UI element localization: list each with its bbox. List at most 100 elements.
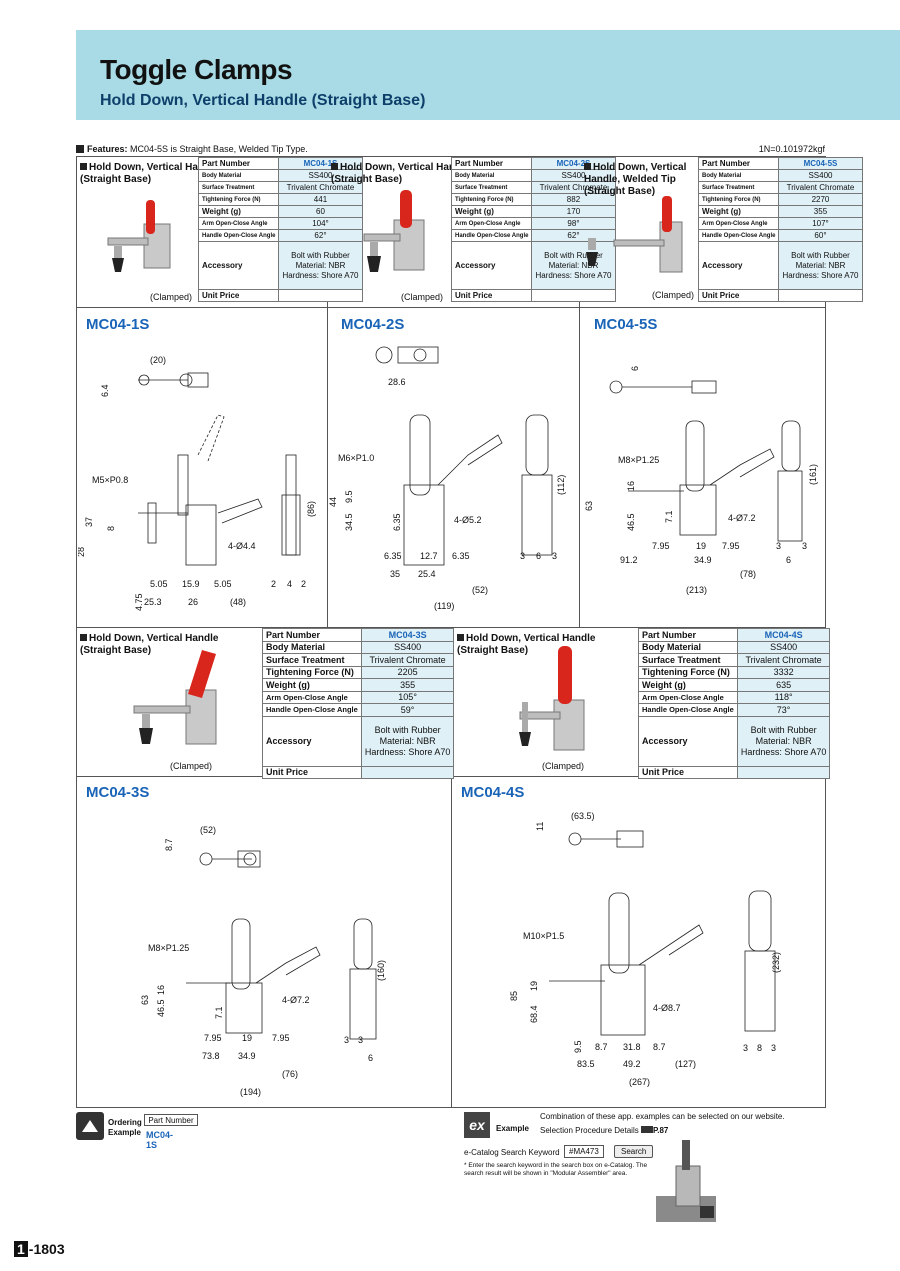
page-header: Toggle Clamps Hold Down, Vertical Handle…	[76, 30, 900, 120]
model-label-mc04-1s: MC04-1S	[86, 316, 150, 333]
svg-text:63: 63	[140, 995, 150, 1005]
svg-text:7.95: 7.95	[722, 541, 740, 551]
svg-text:(161): (161)	[808, 464, 818, 485]
svg-text:26: 26	[188, 597, 198, 607]
svg-text:8.7: 8.7	[164, 838, 174, 851]
svg-text:(267): (267)	[629, 1077, 650, 1087]
svg-text:28.6: 28.6	[388, 377, 406, 387]
svg-text:M8×P1.25: M8×P1.25	[148, 943, 189, 953]
svg-text:35: 35	[390, 569, 400, 579]
svg-text:3: 3	[358, 1035, 363, 1045]
svg-text:6.35: 6.35	[384, 551, 402, 561]
svg-text:3: 3	[344, 1035, 349, 1045]
svg-text:(232): (232)	[771, 952, 781, 973]
ordering-part-number: MC04-1S	[146, 1130, 174, 1150]
model-label-mc04-2s: MC04-2S	[341, 316, 405, 333]
svg-text:28: 28	[78, 547, 86, 557]
svg-text:25.4: 25.4	[418, 569, 436, 579]
svg-text:4-Ø8.7: 4-Ø8.7	[653, 1003, 681, 1013]
svg-text:4-Ø7.2: 4-Ø7.2	[282, 995, 310, 1005]
svg-text:34.5: 34.5	[344, 513, 354, 531]
svg-text:7.1: 7.1	[214, 1006, 224, 1019]
svg-text:M6×P1.0: M6×P1.0	[338, 453, 374, 463]
svg-text:4-Ø5.2: 4-Ø5.2	[454, 515, 482, 525]
svg-text:91.2: 91.2	[620, 555, 638, 565]
unit-note: 1N=0.101972kgf	[758, 144, 825, 154]
drawing-mc04-4s: (63.5) 11 M10×P1.5 85 68.4 19 4-Ø8.7 (23…	[509, 811, 781, 1087]
svg-text:(76): (76)	[282, 1069, 298, 1079]
model-label-mc04-3s: MC04-3S	[86, 784, 150, 801]
svg-text:8: 8	[757, 1043, 762, 1053]
svg-text:(52): (52)	[200, 825, 216, 835]
svg-text:15.9: 15.9	[182, 579, 200, 589]
search-button[interactable]: Search	[614, 1145, 654, 1158]
svg-text:(86): (86)	[306, 501, 316, 517]
svg-text:19: 19	[242, 1033, 252, 1043]
svg-text:5.05: 5.05	[214, 579, 232, 589]
svg-text:4-Ø4.4: 4-Ø4.4	[228, 541, 256, 551]
svg-text:8: 8	[106, 526, 116, 531]
ex-badge: ex	[464, 1112, 490, 1138]
page-title: Toggle Clamps	[100, 54, 293, 85]
svg-text:4-Ø7.2: 4-Ø7.2	[728, 513, 756, 523]
svg-text:7.95: 7.95	[272, 1033, 290, 1043]
svg-text:6.4: 6.4	[100, 384, 110, 397]
svg-text:31.8: 31.8	[623, 1042, 641, 1052]
svg-text:6: 6	[786, 555, 791, 565]
drawing-mc04-2s: 28.6 M6×P1.0 44 9.5 34.5 6.35 4-Ø5.2 (11…	[328, 346, 566, 611]
svg-text:4: 4	[287, 579, 292, 589]
drawing-mc04-1s: (20) 6.4 M5×P0.8 37 8 28 (86) 4-Ø4.4 4.7…	[78, 355, 316, 611]
svg-text:73.8: 73.8	[202, 1051, 220, 1061]
svg-text:34.9: 34.9	[238, 1051, 256, 1061]
svg-text:85: 85	[509, 991, 519, 1001]
model-label-mc04-5s: MC04-5S	[594, 316, 658, 333]
product-photo-mc04-1s	[107, 200, 171, 272]
product-photo-mc04-4s	[519, 646, 585, 751]
example-assembly-photo	[656, 1140, 716, 1222]
drawing-mc04-5s: 6 M8×P1.25 16 63 46.5 7.1 4-Ø7.2 (161) 7…	[584, 366, 818, 595]
svg-text:19: 19	[529, 981, 539, 991]
page-number: 1-1803	[14, 1241, 65, 1257]
svg-text:49.2: 49.2	[623, 1059, 641, 1069]
svg-text:4.75: 4.75	[134, 593, 144, 611]
svg-text:3: 3	[743, 1043, 748, 1053]
svg-text:M5×P0.8: M5×P0.8	[92, 475, 128, 485]
svg-text:3: 3	[771, 1043, 776, 1053]
svg-text:3: 3	[802, 541, 807, 551]
svg-text:(52): (52)	[472, 585, 488, 595]
ordering-icon	[76, 1112, 104, 1140]
svg-text:3: 3	[776, 541, 781, 551]
product-photo-mc04-5s	[586, 196, 683, 273]
svg-text:2: 2	[271, 579, 276, 589]
svg-text:6: 6	[368, 1053, 373, 1063]
svg-text:6: 6	[536, 551, 541, 561]
svg-text:8.7: 8.7	[595, 1042, 608, 1052]
svg-text:M10×P1.5: M10×P1.5	[523, 931, 564, 941]
svg-text:34.9: 34.9	[694, 555, 712, 565]
svg-text:3: 3	[520, 551, 525, 561]
svg-text:(194): (194)	[240, 1087, 261, 1097]
page-subtitle: Hold Down, Vertical Handle (Straight Bas…	[100, 92, 426, 109]
svg-text:(78): (78)	[740, 569, 756, 579]
svg-text:19: 19	[696, 541, 706, 551]
svg-text:6.35: 6.35	[452, 551, 470, 561]
svg-text:46.5: 46.5	[626, 513, 636, 531]
svg-text:(213): (213)	[686, 585, 707, 595]
svg-text:12.7: 12.7	[420, 551, 438, 561]
svg-text:9.5: 9.5	[573, 1040, 583, 1053]
svg-text:9.5: 9.5	[344, 490, 354, 503]
features-note: Features: MC04-5S is Straight Base, Weld…	[76, 144, 308, 154]
drawing-mc04-3s: (52) 8.7 M8×P1.25 63 46.5 16 7.1 4-Ø7.2 …	[140, 825, 386, 1097]
svg-text:2: 2	[301, 579, 306, 589]
svg-text:11: 11	[535, 822, 545, 831]
search-keyword-field[interactable]: #MA473	[564, 1145, 604, 1158]
svg-text:(63.5): (63.5)	[571, 811, 595, 821]
svg-text:7.95: 7.95	[652, 541, 670, 551]
svg-text:(127): (127)	[675, 1059, 696, 1069]
svg-text:6: 6	[630, 366, 640, 371]
svg-text:25.3: 25.3	[144, 597, 162, 607]
svg-text:68.4: 68.4	[529, 1005, 539, 1023]
svg-text:(112): (112)	[556, 475, 566, 495]
